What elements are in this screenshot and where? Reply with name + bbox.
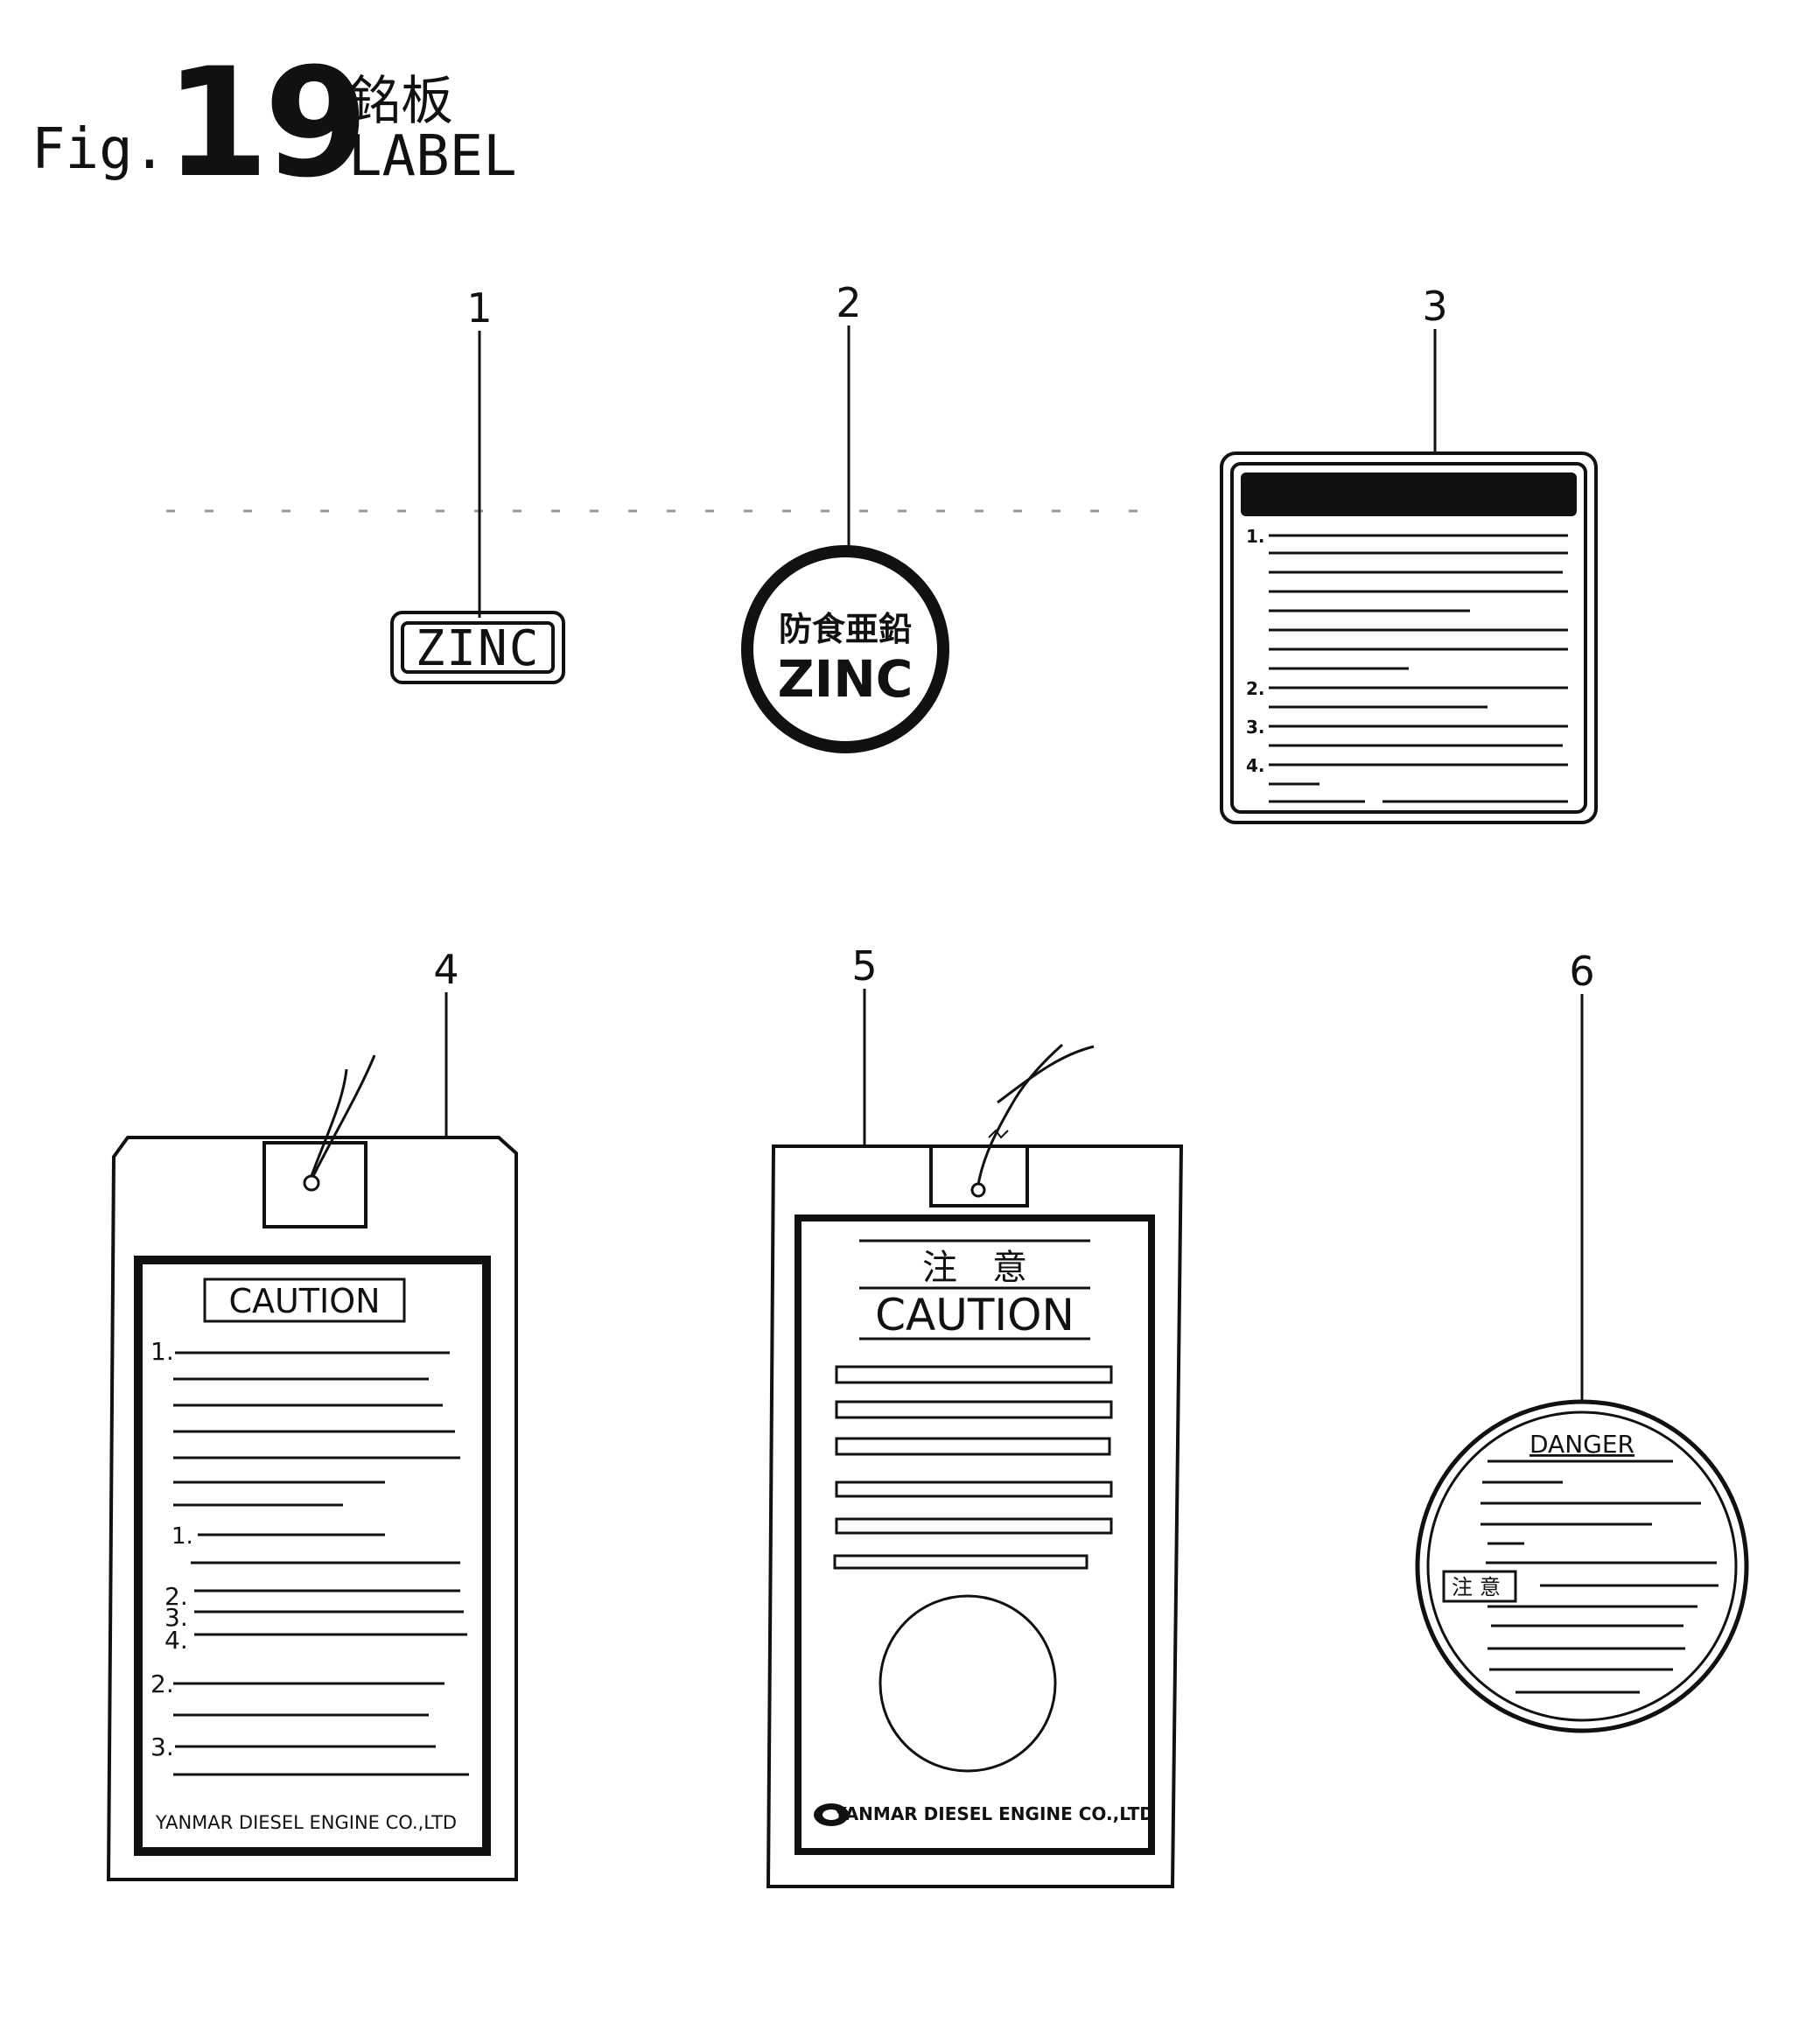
label-4-item-1a: 1. (172, 1523, 193, 1550)
label-2-zinc-round: 防食亜鉛 ZINC (741, 545, 949, 753)
callout-3: 3 (1422, 283, 1447, 330)
label-5-footer: YANMAR DIESEL ENGINE CO.,LTD (833, 1803, 1154, 1824)
label-6-badge-jp: 注意 (1452, 1575, 1508, 1600)
label-3-header-bar (1241, 472, 1577, 516)
yanmar-logo (814, 1803, 849, 1826)
title-jp: 銘板 (348, 71, 453, 132)
label-3-instruction-plate: 1. 2. 3. 4. (1220, 452, 1598, 824)
callout-1: 1 (466, 284, 492, 332)
label-2-text-jp: 防食亜鉛 (779, 610, 912, 648)
callout-4: 4 (433, 946, 458, 993)
label-4-item-3: 3. (150, 1732, 174, 1761)
figure-header: Fig. 19 銘板 LABEL (32, 35, 517, 211)
callout-6: 6 (1569, 948, 1594, 995)
label-4-item-4a: 4. (164, 1626, 188, 1655)
callouts: 1 2 3 4 5 6 (433, 279, 1595, 1404)
label-5-caution-tag: 注 意 CAUTION YANMAR DIESEL ENGINE CO.,LTD (766, 1043, 1184, 1888)
label-5-heading: CAUTION (875, 1290, 1074, 1340)
label-4-caution-tag: CAUTION 1. 1. 2. 3. 4. 2. 3. YANMAR DIES… (106, 1054, 518, 1881)
label-2-text-en: ZINC (778, 649, 914, 709)
title-en: LABEL (348, 124, 517, 189)
label-3-item-4: 4. (1246, 755, 1265, 776)
label-3-item-2: 2. (1246, 678, 1265, 699)
fig-number: 19 (164, 35, 363, 211)
label-4-footer: YANMAR DIESEL ENGINE CO.,LTD (155, 1812, 457, 1833)
label-4-item-1: 1. (150, 1337, 174, 1366)
label-4-heading: CAUTION (228, 1282, 380, 1320)
callout-5: 5 (851, 942, 877, 990)
callout-2: 2 (836, 279, 861, 326)
label-5-heading-jp: 注 意 (922, 1248, 1027, 1288)
label-4-item-3a: 3. (164, 1603, 188, 1632)
label-4-item-2a: 2. (164, 1582, 188, 1611)
label-1-text: ZINC (416, 620, 541, 677)
label-3-item-3: 3. (1246, 717, 1265, 738)
label-3-item-1: 1. (1246, 526, 1265, 547)
label-1-zinc-plate: ZINC (390, 611, 565, 684)
label-4-item-2: 2. (150, 1670, 174, 1698)
label-6-danger-plate: DANGER 注意 (1415, 1399, 1749, 1733)
fig-prefix: Fig. (32, 117, 166, 182)
label-6-heading: DANGER (1530, 1430, 1634, 1459)
